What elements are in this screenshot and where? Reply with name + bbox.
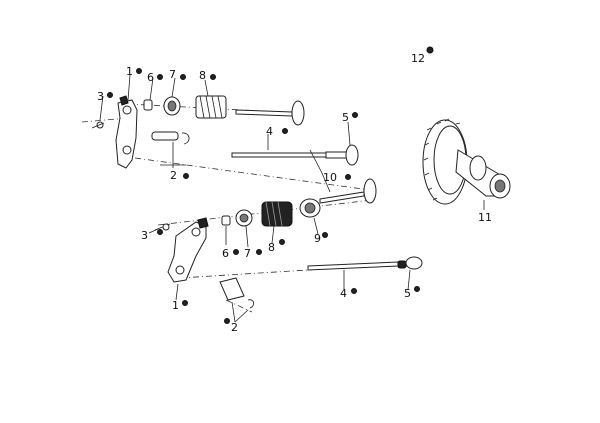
part-label-11: 11 <box>478 211 492 224</box>
axis-line <box>134 157 371 191</box>
valve-collet-lower <box>221 215 231 226</box>
valve-collet-upper <box>143 99 153 111</box>
bullet-dot <box>345 174 351 180</box>
part-label-6: 6 <box>147 71 154 84</box>
rocker-arm-lower <box>167 217 209 283</box>
part-labels: 1 6 7 8 3 2 4 5 10 12 11 3 1 6 7 8 9 4 5… <box>97 52 492 334</box>
part-label-12: 12 <box>411 52 425 65</box>
upper-assembly <box>81 95 371 191</box>
valve-spring-lower <box>261 201 293 227</box>
part-label-8-lower: 8 <box>268 241 275 254</box>
bullet-dot <box>282 128 288 134</box>
part-label-8: 8 <box>199 69 206 82</box>
rocker-shaft-upper <box>151 131 190 145</box>
part-label-7-lower: 7 <box>244 247 251 260</box>
spring-retainer-lower <box>235 209 253 227</box>
part-label-2: 2 <box>170 169 177 182</box>
valve-upper <box>235 100 305 126</box>
camshaft-gear <box>422 118 511 205</box>
bullet-dot <box>210 74 216 80</box>
part-label-9: 9 <box>314 232 321 245</box>
bullet-dot <box>426 46 434 54</box>
bullet-dot <box>182 300 188 306</box>
leader-lines <box>99 74 485 323</box>
part-label-7: 7 <box>169 68 176 81</box>
bullet-dot <box>256 249 262 255</box>
bullet-dot <box>183 173 189 179</box>
part-label-4-lower: 4 <box>340 287 347 300</box>
bullet-dot <box>322 232 328 238</box>
spring-seat-9 <box>299 198 321 218</box>
part-label-5: 5 <box>342 111 349 124</box>
valve-spring-upper <box>195 95 227 119</box>
valve-head-5-upper <box>325 144 359 166</box>
valve-lower <box>319 178 377 204</box>
lower-assembly <box>154 178 423 313</box>
part-label-1: 1 <box>126 65 133 78</box>
spring-retainer-upper <box>163 96 181 116</box>
rocker-arm-upper <box>115 95 138 169</box>
part-label-10: 10 <box>323 171 337 184</box>
part-label-5-lower: 5 <box>404 287 411 300</box>
part-label-6-lower: 6 <box>222 247 229 260</box>
part-label-1-lower: 1 <box>172 299 179 312</box>
bullets <box>107 46 434 324</box>
bullet-dot <box>279 239 285 245</box>
bullet-dot <box>136 68 142 74</box>
valve-head-5-lower <box>397 256 423 270</box>
part-label-3-lower: 3 <box>141 229 148 242</box>
bullet-dot <box>414 286 420 292</box>
rocker-shaft-lower <box>219 277 254 309</box>
bullet-dot <box>107 92 113 98</box>
bullet-dot <box>157 74 163 80</box>
bullet-dot <box>224 318 230 324</box>
push-rod-lower <box>307 261 399 271</box>
adjust-screw-upper <box>91 121 105 129</box>
bullet-dot <box>180 74 186 80</box>
bullet-dot <box>233 249 239 255</box>
axis-line <box>225 299 253 313</box>
bullet-dot <box>351 288 357 294</box>
bullet-dot <box>157 229 163 235</box>
part-label-2-lower: 2 <box>231 321 238 334</box>
part-label-4: 4 <box>266 125 273 138</box>
bullet-dot <box>352 112 358 118</box>
part-label-3: 3 <box>97 90 104 103</box>
